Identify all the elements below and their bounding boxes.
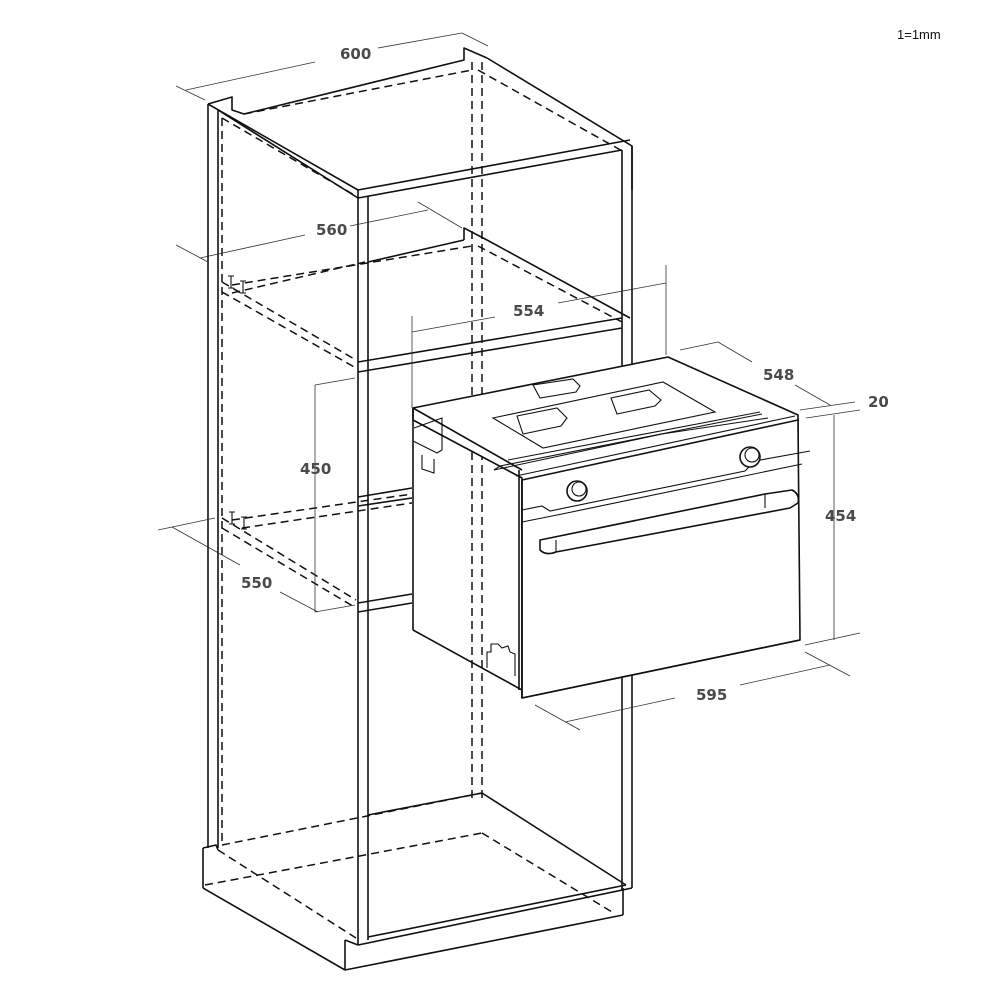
dim-niche-height: 450 xyxy=(300,460,331,478)
dimension-lines xyxy=(157,32,861,731)
scale-note: 1=1mm xyxy=(897,27,941,42)
dim-niche-depth: 550 xyxy=(241,574,272,592)
oven xyxy=(412,356,811,699)
dim-oven-width: 595 xyxy=(696,686,727,704)
dim-niche-width: 554 xyxy=(513,302,544,320)
cabinet xyxy=(202,47,633,971)
dim-inner-width: 560 xyxy=(316,221,347,239)
dim-oven-height: 454 xyxy=(825,507,856,525)
dim-door-thickness: 20 xyxy=(868,393,889,411)
dim-cabinet-width: 600 xyxy=(340,45,371,63)
dim-oven-depth: 548 xyxy=(763,366,794,384)
